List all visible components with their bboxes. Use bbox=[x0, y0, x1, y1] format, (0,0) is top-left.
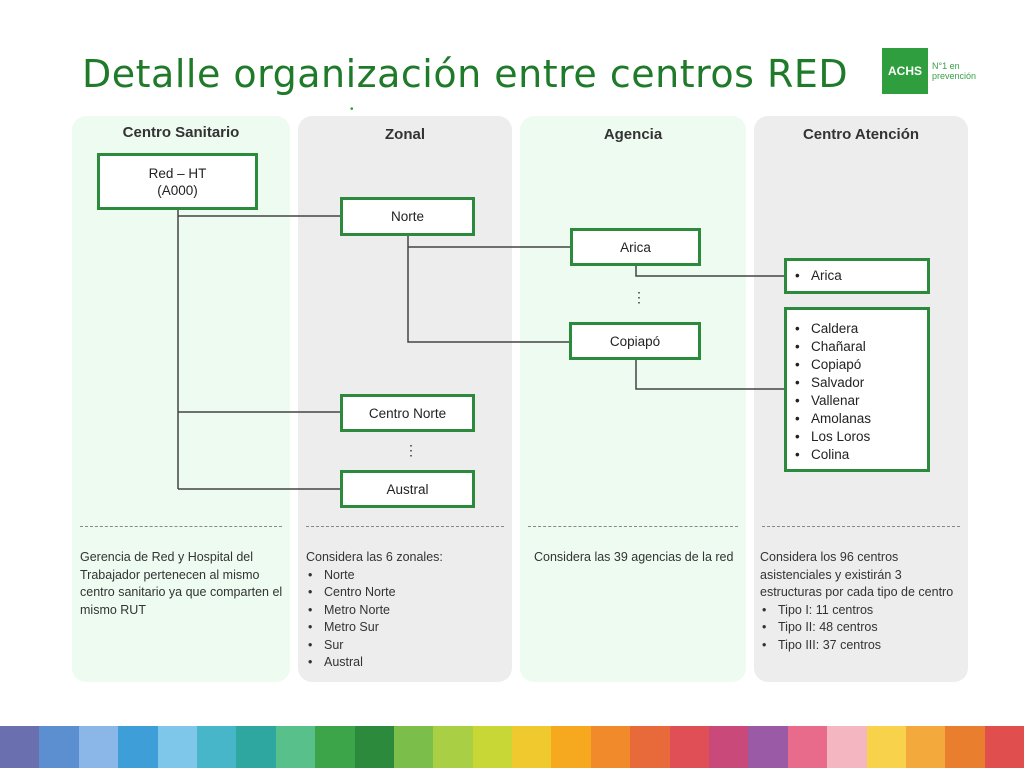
column-note: Considera las 39 agencias de la red bbox=[534, 550, 734, 564]
column-note: Considera las 6 zonales: Norte Centro No… bbox=[306, 549, 508, 672]
connector-red-ht-zonales bbox=[177, 208, 340, 490]
connector-arica-centers bbox=[635, 264, 784, 277]
note-item: Norte bbox=[306, 567, 508, 585]
stripe bbox=[433, 726, 473, 768]
note-item: Tipo III: 37 centros bbox=[760, 637, 964, 655]
note-item: Tipo II: 48 centros bbox=[760, 619, 964, 637]
stripe bbox=[669, 726, 710, 768]
stripe bbox=[157, 726, 197, 768]
achs-logo: ACHS N°1 en prevención bbox=[882, 48, 976, 94]
connector-norte-agencias bbox=[407, 234, 571, 343]
center-item: Amolanas bbox=[787, 410, 927, 428]
stripe bbox=[551, 726, 591, 768]
center-item: Colina bbox=[787, 446, 927, 464]
node-code: (A000) bbox=[157, 182, 198, 198]
column-centro-sanitario: Centro Sanitario Gerencia de Red y Hospi… bbox=[72, 116, 290, 682]
note-item: Metro Sur bbox=[306, 619, 508, 637]
centers-list-copiapo: Caldera Chañaral Copiapó Salvador Vallen… bbox=[784, 307, 930, 472]
node-zonal-centro-norte: Centro Norte bbox=[340, 394, 475, 432]
stripe bbox=[315, 726, 355, 768]
ellipsis-icon: ⋮ bbox=[404, 442, 418, 458]
decorative-dot: • bbox=[350, 104, 354, 115]
stripe bbox=[866, 726, 906, 768]
center-item: Los Loros bbox=[787, 428, 927, 446]
center-item: Salvador bbox=[787, 374, 927, 392]
column-header: Centro Sanitario bbox=[122, 124, 240, 141]
center-item: Caldera bbox=[787, 320, 927, 338]
logo-mark: ACHS bbox=[882, 48, 928, 94]
stripe bbox=[709, 726, 749, 768]
stripe bbox=[984, 726, 1024, 768]
divider bbox=[762, 526, 960, 527]
stripe bbox=[39, 726, 79, 768]
stripe bbox=[275, 726, 316, 768]
column-header: Zonal bbox=[385, 126, 425, 143]
note-item: Austral bbox=[306, 654, 508, 672]
stripe bbox=[590, 726, 631, 768]
column-header: Agencia bbox=[603, 126, 663, 143]
node-agencia-copiapo: Copiapó bbox=[569, 322, 701, 360]
column-agencia: Agencia Considera las 39 agencias de la … bbox=[520, 116, 746, 682]
note-intro: Considera los 96 centros asistenciales y… bbox=[760, 550, 954, 599]
stripe bbox=[472, 726, 513, 768]
node-zonal-austral: Austral bbox=[340, 470, 475, 508]
center-item: Copiapó bbox=[787, 356, 927, 374]
stripe bbox=[78, 726, 119, 768]
note-item: Sur bbox=[306, 637, 508, 655]
column-note: Gerencia de Red y Hospital del Trabajado… bbox=[80, 550, 283, 617]
stripe bbox=[905, 726, 946, 768]
divider bbox=[528, 526, 738, 527]
stripe bbox=[236, 726, 276, 768]
stripe bbox=[0, 726, 40, 768]
note-intro: Considera las 6 zonales: bbox=[306, 550, 443, 564]
divider bbox=[306, 526, 504, 527]
page-title: Detalle organización entre centros RED bbox=[82, 52, 849, 96]
stripe bbox=[787, 726, 828, 768]
stripe bbox=[827, 726, 867, 768]
note-item: Tipo I: 11 centros bbox=[760, 602, 964, 620]
logo-tagline: N°1 en prevención bbox=[932, 61, 977, 81]
stripe bbox=[118, 726, 158, 768]
note-item: Metro Norte bbox=[306, 602, 508, 620]
ellipsis-icon: ⋮ bbox=[632, 289, 646, 305]
node-zonal-norte: Norte bbox=[340, 197, 475, 236]
stripe bbox=[196, 726, 237, 768]
stripe bbox=[630, 726, 670, 768]
center-item: Vallenar bbox=[787, 392, 927, 410]
stripe bbox=[748, 726, 788, 768]
stripe bbox=[393, 726, 434, 768]
center-item: Arica bbox=[787, 267, 927, 285]
divider bbox=[80, 526, 282, 527]
centers-list-arica: Arica bbox=[784, 258, 930, 294]
note-item: Centro Norte bbox=[306, 584, 508, 602]
column-note: Considera los 96 centros asistenciales y… bbox=[760, 549, 964, 654]
decorative-stripe-band bbox=[0, 726, 1024, 768]
column-header: Centro Atención bbox=[802, 126, 920, 143]
connector-copiapo-centers bbox=[635, 358, 784, 390]
stripe bbox=[354, 726, 394, 768]
stripe bbox=[512, 726, 552, 768]
node-agencia-arica: Arica bbox=[570, 228, 701, 266]
node-label: Red – HT bbox=[148, 165, 207, 181]
stripe bbox=[945, 726, 985, 768]
node-red-ht: Red – HT (A000) bbox=[97, 153, 258, 210]
center-item: Chañaral bbox=[787, 338, 927, 356]
